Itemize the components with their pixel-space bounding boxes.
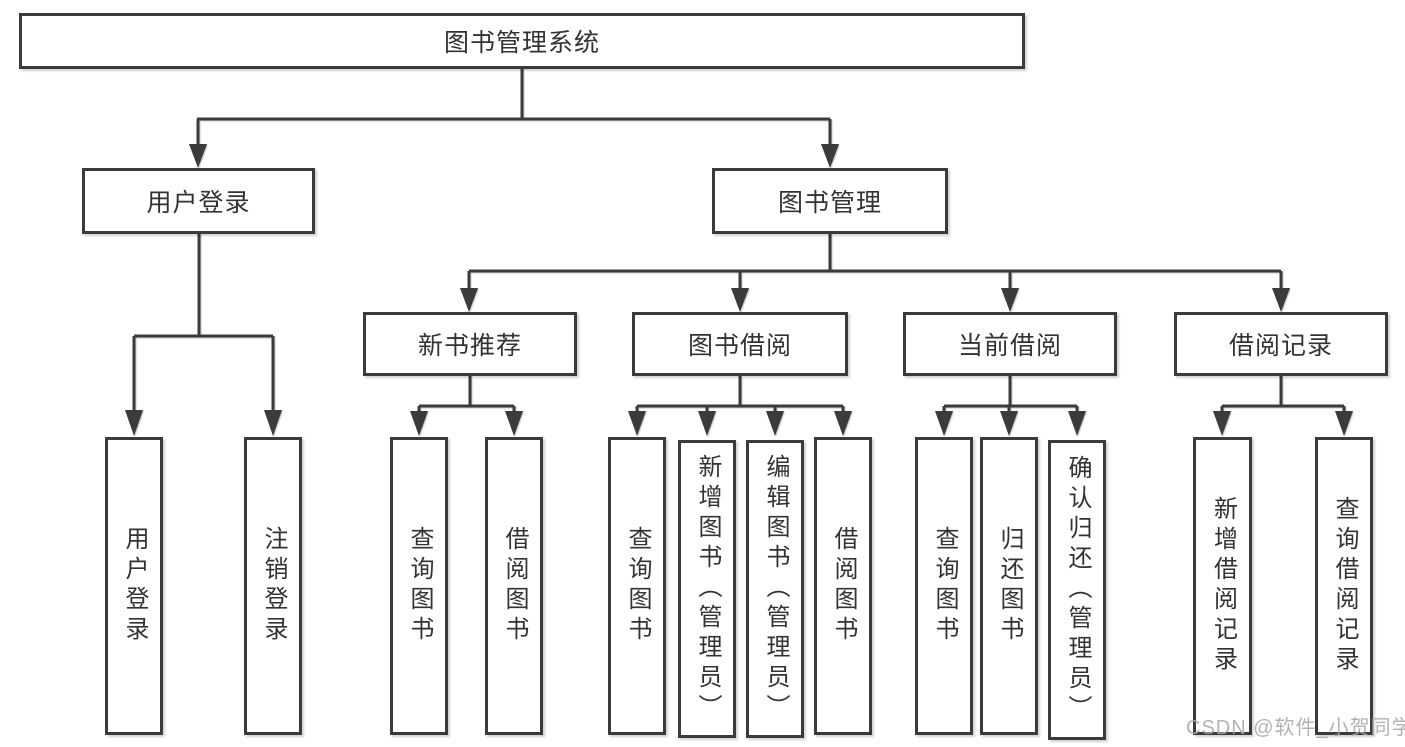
- leaf-cb-query-book: 查询图书: [915, 437, 973, 735]
- csdn-watermark: CSDN @软件_小贺同学: [1186, 717, 1405, 739]
- node-book-borrow: 图书借阅: [632, 312, 848, 376]
- leaf-logout: 注销登录: [244, 437, 302, 735]
- leaf-bb-edit-book: 编辑图书（管理员）: [746, 440, 804, 738]
- leaf-cb-confirm-return: 确认归还（管理员）: [1048, 440, 1106, 740]
- node-borrow-record: 借阅记录: [1174, 312, 1388, 376]
- leaf-bb-borrow-book: 借阅图书: [814, 437, 872, 735]
- leaf-rec-borrow-book: 借阅图书: [485, 437, 543, 735]
- leaf-cb-return-book: 归还图书: [980, 437, 1038, 735]
- leaf-br-query-record: 查询借阅记录: [1315, 437, 1373, 735]
- node-user-login: 用户登录: [82, 168, 315, 234]
- leaf-user-login: 用户登录: [105, 437, 163, 735]
- leaf-br-add-record: 新增借阅记录: [1193, 437, 1252, 735]
- leaf-rec-query-book: 查询图书: [390, 437, 448, 735]
- leaf-bb-add-book: 新增图书（管理员）: [678, 440, 736, 738]
- node-book-mgmt: 图书管理: [712, 168, 948, 234]
- node-new-book-rec: 新书推荐: [363, 312, 577, 376]
- node-current-borrow: 当前借阅: [903, 312, 1117, 376]
- node-root: 图书管理系统: [19, 13, 1025, 69]
- leaf-bb-query-book: 查询图书: [608, 437, 666, 735]
